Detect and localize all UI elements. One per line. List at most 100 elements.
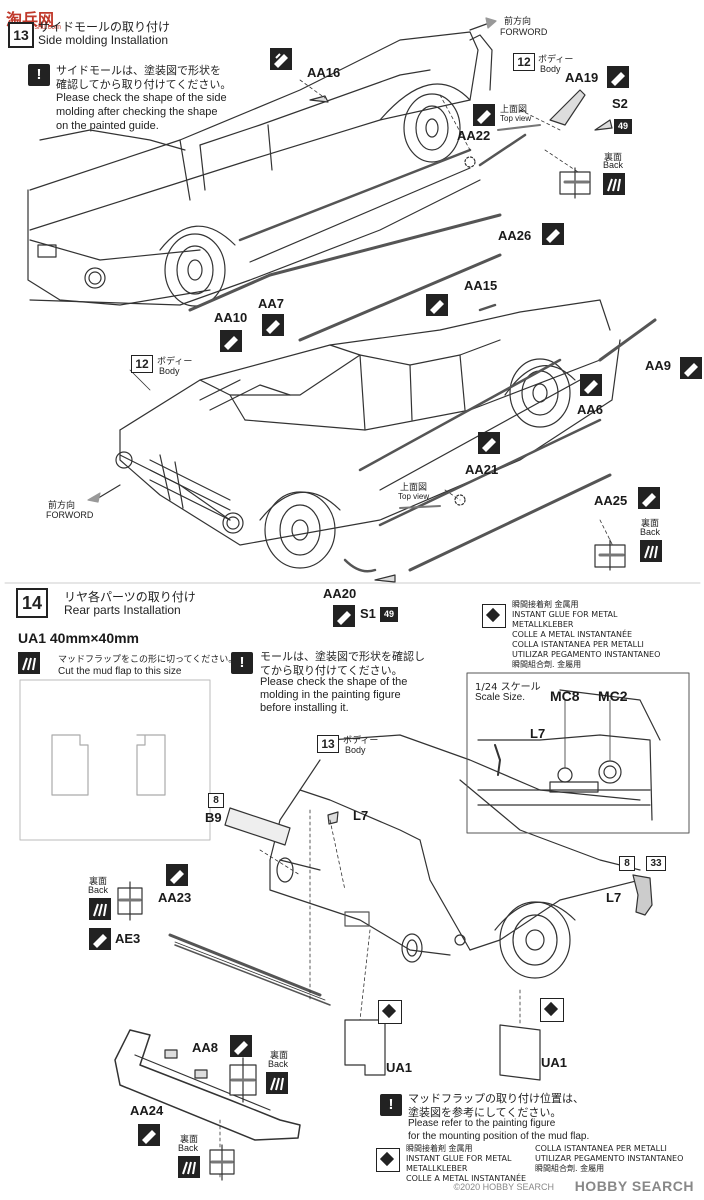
- part-l7-inset: L7: [530, 726, 546, 741]
- part-l7-right: L7: [606, 890, 622, 905]
- forward-label-jp: 前方向: [48, 501, 76, 511]
- cut-icon: [89, 898, 111, 920]
- copyright-watermark: ©2020 HOBBY SEARCH: [453, 1182, 554, 1192]
- back-label-jp: 裏面: [641, 519, 660, 529]
- step13-note-jp-1: サイドモールは、塗装図で形状を: [56, 64, 221, 77]
- cut-icon: [18, 652, 40, 674]
- cement-icon: [270, 48, 292, 70]
- back-label-en: Back: [268, 1059, 289, 1069]
- part-aa23: AA23: [158, 890, 192, 905]
- molding-note-jp-1: モールは、塗装図で形状を確認し: [260, 650, 425, 663]
- cement-icon: [230, 1035, 252, 1057]
- ua1-size-header: UA1 40mm×40mm: [18, 630, 140, 646]
- part-aa8: AA8: [192, 1040, 219, 1055]
- step13-note-en-1: Please check the shape of the side: [56, 92, 227, 104]
- sprue-49-badge: 49: [614, 119, 632, 134]
- metal-glue-icon: [482, 604, 506, 628]
- part-mc2: MC2: [598, 688, 628, 704]
- step13-note-en-3: on the painted guide.: [56, 120, 159, 132]
- cement-icon: [426, 294, 448, 316]
- flap-note-en-2: for the mounting position of the mud fla…: [408, 1131, 590, 1142]
- cement-icon: [638, 487, 660, 509]
- cement-icon: [473, 104, 495, 126]
- sprue-49-badge: 49: [380, 607, 398, 622]
- step13-note-en-2: molding after checking the shape: [56, 106, 218, 118]
- part-s1: S1: [360, 606, 376, 621]
- body-label-jp: ボディー: [157, 357, 193, 367]
- cement-icon: [262, 314, 284, 336]
- part-aa26: AA26: [498, 228, 532, 243]
- glue-line: 瞬間接着剤 金属用: [512, 600, 579, 609]
- cut-icon: [603, 173, 625, 195]
- part-aa7: AA7: [258, 296, 285, 311]
- cut-icon: [266, 1072, 288, 1094]
- sprue-8-badge: 8: [619, 856, 635, 871]
- part-aa6: AA6: [577, 402, 604, 417]
- site-watermark-url: www.taoshu.com: [8, 24, 61, 31]
- back-label-jp: 裏面: [270, 1051, 289, 1061]
- body-label-jp: ボディー: [538, 55, 574, 65]
- step13-number-box: 13: [8, 22, 34, 48]
- metal-glue-icon: [540, 998, 564, 1022]
- cut-instruction-jp: マッドフラップをこの形に切ってください。: [58, 655, 238, 665]
- step14-title-jp: リヤ各パーツの取り付け: [64, 590, 196, 604]
- part-aa9: AA9: [645, 358, 672, 373]
- part-s2: S2: [612, 96, 628, 111]
- cement-icon: [478, 432, 500, 454]
- glue-line: COLLE A METAL INSTANTANÉE: [512, 630, 633, 639]
- glue-line: 瞬間接着剤 金属用: [406, 1144, 473, 1153]
- glue-line: METALLKLEBER: [512, 620, 574, 629]
- part-aa19: AA19: [565, 70, 599, 85]
- molding-note-jp-2: てから取り付けてください。: [260, 664, 403, 677]
- part-ae3: AE3: [115, 931, 141, 946]
- topview-label-jp: 上面図: [500, 105, 528, 115]
- step13-title-jp: サイドモールの取り付け: [38, 20, 171, 34]
- molding-note-en-1: Please check the shape of the: [260, 676, 408, 688]
- cement-icon: [580, 374, 602, 396]
- cement-icon: [680, 357, 702, 379]
- part-aa20: AA20: [323, 586, 357, 601]
- step13-title-en: Side molding Installation: [38, 33, 169, 47]
- back-label-en: Back: [603, 160, 624, 170]
- caution-icon: !: [231, 652, 253, 674]
- body-part-number: 13: [317, 735, 339, 753]
- metal-glue-icon: [378, 1000, 402, 1024]
- step14-number-box: 14: [16, 588, 48, 618]
- cut-instruction-en: Cut the mud flap to this size: [58, 666, 182, 677]
- flap-note-jp-1: マッドフラップの取り付け位置は、: [408, 1092, 584, 1105]
- cement-icon: [542, 223, 564, 245]
- glue-line: COLLA ISTANTANEA PER METALLI: [512, 640, 644, 649]
- body-label-en: Body: [345, 745, 366, 755]
- body-part-number: 12: [131, 355, 153, 373]
- back-label-en: Back: [640, 527, 661, 537]
- step14-title-en: Rear parts Installation: [64, 603, 181, 617]
- cement-icon: [607, 66, 629, 88]
- glue-line: 瞬間組合劑. 金屬用: [535, 1164, 605, 1173]
- forward-label-en: FORWORD: [46, 510, 94, 520]
- scale-label-jp: 1/24 スケール: [475, 682, 541, 693]
- forward-label-jp: 前方向: [504, 17, 532, 27]
- hobby-search-logo: HOBBY SEARCH: [574, 1178, 694, 1194]
- body-label-jp: ボディー: [343, 736, 379, 746]
- sprue-33-badge: 33: [646, 856, 666, 871]
- glue-line: METALLKLEBER: [406, 1164, 468, 1173]
- cut-icon: [640, 540, 662, 562]
- caution-icon: !: [380, 1094, 402, 1116]
- cut-icon: [178, 1156, 200, 1178]
- part-aa10: AA10: [214, 310, 248, 325]
- part-ua1-left: UA1: [386, 1060, 413, 1075]
- part-aa24: AA24: [130, 1103, 164, 1118]
- back-label-jp: 裏面: [89, 877, 108, 887]
- flap-note-en-1: Please refer to the painting figure: [408, 1118, 556, 1129]
- part-aa25: AA25: [594, 493, 628, 508]
- glue-line: UTILIZAR PEGAMENTO INSTANTANEO: [535, 1154, 684, 1163]
- body-label-en: Body: [159, 366, 180, 376]
- back-label-jp: 裏面: [180, 1135, 199, 1145]
- flap-note-jp-2: 塗装図を参考にしてください。: [408, 1106, 562, 1119]
- part-aa15: AA15: [464, 278, 498, 293]
- part-b9: B9: [205, 810, 222, 825]
- sprue-8-badge: 8: [208, 793, 224, 808]
- forward-label-en: FORWORD: [500, 27, 548, 37]
- back-label-en: Back: [178, 1143, 199, 1153]
